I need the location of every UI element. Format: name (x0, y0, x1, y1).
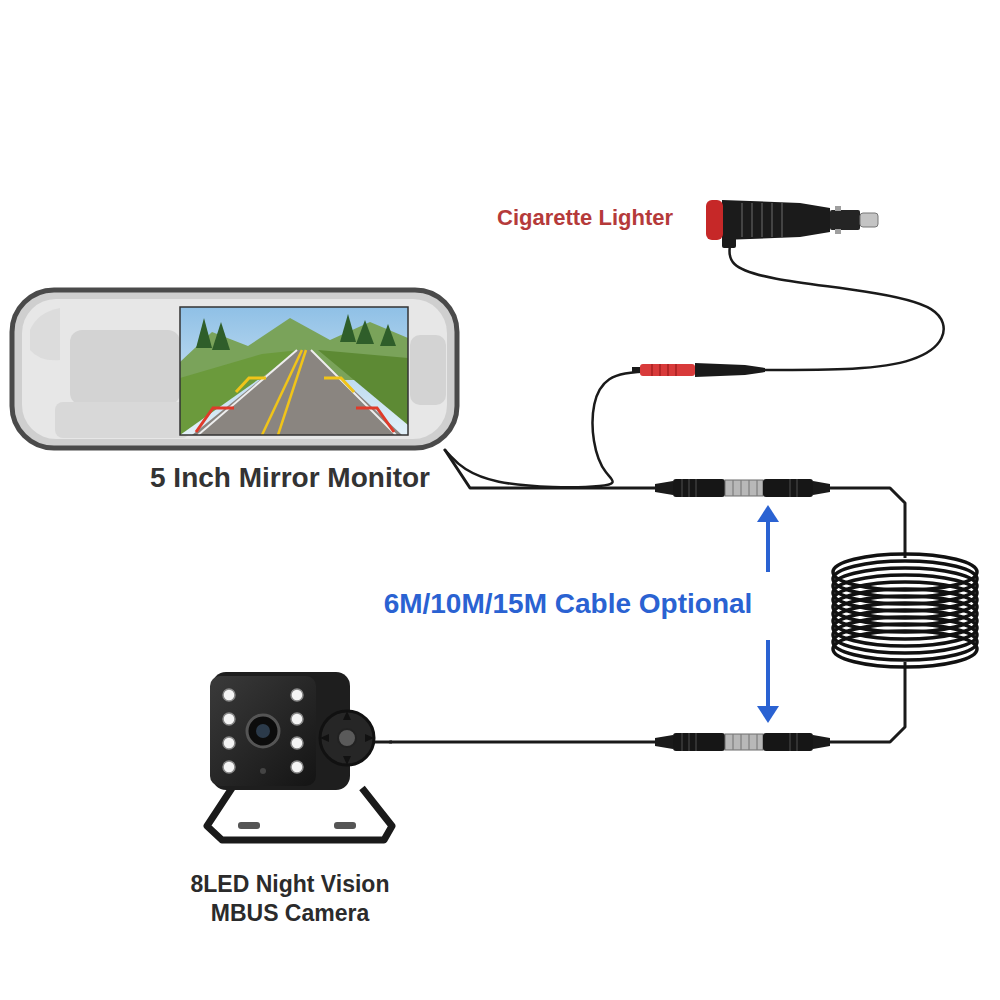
guide-line (236, 378, 266, 392)
connector-red (640, 364, 695, 376)
led (223, 689, 235, 701)
arrow-head (757, 505, 779, 522)
grip-rib (761, 203, 763, 237)
lighter-plug: Cigarette Lighter (495, 190, 885, 245)
cable-wire (445, 245, 944, 487)
screen-frame (180, 307, 408, 435)
grip-rib (751, 203, 753, 237)
connector-rib (675, 364, 677, 376)
led (223, 713, 235, 725)
camera-lens (247, 715, 279, 747)
led (223, 761, 235, 773)
cable-coil (831, 554, 979, 667)
plug-tip (860, 213, 878, 227)
tree (212, 322, 230, 350)
headrest-reflection (410, 335, 446, 405)
bracket-slot (238, 822, 260, 829)
lens-glass (256, 724, 270, 738)
screen-image (180, 307, 408, 435)
seat-reflection (55, 402, 190, 438)
led (291, 689, 303, 701)
mirror-monitor-art (12, 290, 457, 448)
plug-body (722, 200, 830, 240)
camera-face (210, 676, 316, 786)
aviation-connector (655, 479, 830, 497)
arrow-shaft (766, 640, 770, 710)
connector-rib (659, 364, 661, 376)
device-label: 8LED Night Vision MBUS Camera (165, 870, 415, 928)
side-contact (835, 206, 841, 211)
lighter-plug-art (706, 200, 878, 248)
device-label: 5 Inch Mirror Monitor (150, 460, 430, 495)
grip-rib (781, 203, 783, 237)
mirror-monitor: 5 Inch Mirror Monitor (10, 288, 460, 450)
mount-notch (320, 711, 374, 765)
connector-rib (667, 364, 669, 376)
tree (196, 318, 212, 348)
label-holder: 6M/10M/15M Cable Optional (380, 586, 757, 621)
center-line (278, 350, 306, 435)
cable-length-label: 6M/10M/15M Cable Optional (380, 586, 757, 621)
plug-red-ring (706, 200, 723, 240)
bracket-slot (334, 822, 356, 829)
device-label: Cigarette Lighter (497, 204, 673, 232)
power-connector (632, 363, 765, 377)
arrow-shaft (766, 518, 770, 572)
connector-black (695, 363, 765, 377)
led (223, 737, 235, 749)
guide-line (196, 408, 234, 432)
arrow-head (757, 706, 779, 723)
sky (180, 307, 408, 435)
tree (356, 320, 374, 344)
camera-art (207, 672, 392, 840)
road (192, 350, 402, 435)
aviation-connector (655, 733, 830, 751)
led (291, 737, 303, 749)
headrest-reflection (70, 330, 180, 405)
coil-ground (831, 558, 979, 662)
led (291, 761, 303, 773)
window-reflection (30, 308, 60, 360)
tree (340, 314, 356, 342)
mirror-glass (22, 299, 447, 439)
mount-bracket (207, 788, 392, 840)
mirror-housing (12, 290, 457, 448)
screw (260, 768, 266, 774)
grip-rib (771, 203, 773, 237)
plug-neck (830, 210, 860, 230)
tree (380, 324, 396, 346)
guide-line (356, 408, 394, 432)
led (291, 713, 303, 725)
grip-rib (741, 203, 743, 237)
mount-bolt (338, 729, 356, 747)
length-arrow (757, 505, 779, 723)
mbus-camera: 8LED Night Vision MBUS Camera (200, 668, 390, 848)
connector-rib (651, 364, 653, 376)
road-edge (311, 350, 396, 435)
side-contact (835, 229, 841, 234)
guide-line (324, 378, 354, 392)
side-mount (320, 711, 374, 765)
coil-ring (833, 631, 977, 667)
